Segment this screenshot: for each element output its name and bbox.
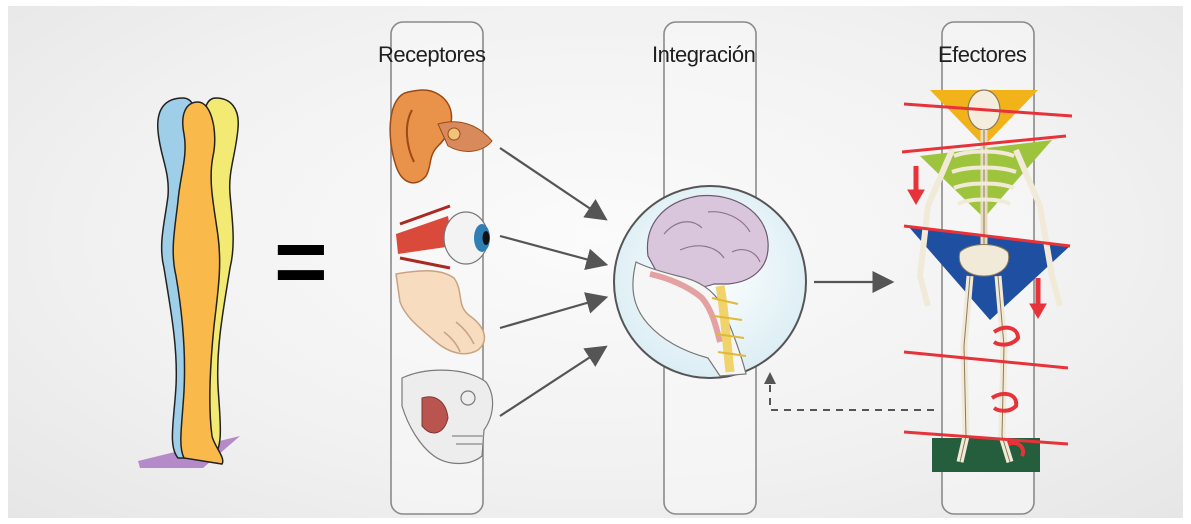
arrow-hand bbox=[500, 298, 604, 328]
diagram-canvas: = Receptores Integración Efectores bbox=[8, 6, 1183, 518]
arrow-eye bbox=[500, 236, 604, 264]
standing-body-figure bbox=[138, 98, 240, 468]
label-integracion: Integración bbox=[652, 42, 755, 68]
label-receptores: Receptores bbox=[378, 42, 486, 68]
label-efectores: Efectores bbox=[938, 42, 1026, 68]
arrow-jaw bbox=[500, 348, 604, 416]
arrow-ear bbox=[500, 148, 604, 218]
receptor-arrows bbox=[500, 148, 604, 416]
feedback-dashed-arrow bbox=[764, 372, 934, 410]
diagram-graphics bbox=[8, 6, 1183, 518]
brain-spinal-cord-icon bbox=[614, 186, 806, 378]
equals-sign: = bbox=[274, 216, 328, 308]
